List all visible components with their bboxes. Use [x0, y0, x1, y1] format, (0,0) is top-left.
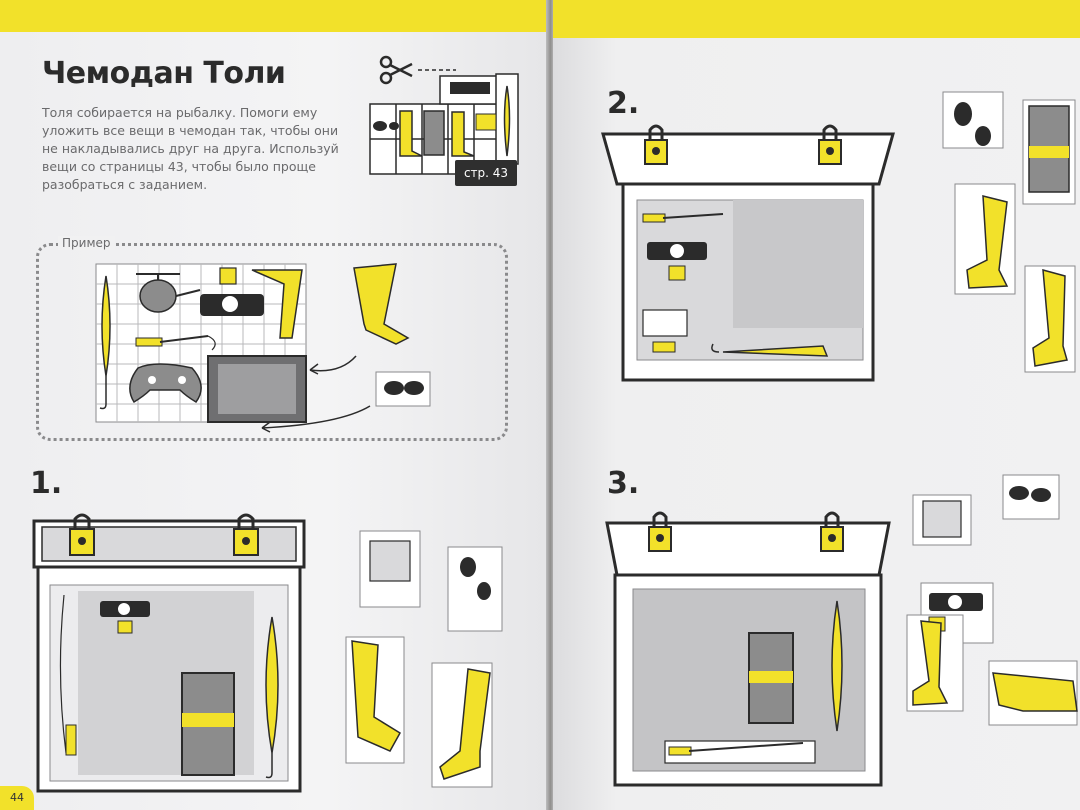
boot-icon [399, 110, 423, 157]
camera-icon [647, 242, 707, 281]
page-reference-badge: стр. 43 [455, 160, 517, 186]
task-description: Толя собирается на рыбалку. Помоги ему у… [42, 105, 339, 192]
padlock-icon [233, 513, 259, 556]
cutout-preview [369, 55, 519, 175]
example-label: Пример [58, 236, 115, 250]
example-illustration [95, 263, 431, 433]
page-number: 44 [0, 786, 34, 810]
padlock-icon [648, 511, 672, 552]
padlock-icon [818, 124, 842, 165]
example-frame [36, 243, 508, 441]
task-2-label: 2. [607, 86, 640, 121]
page-title: Чемодан Толи [42, 56, 286, 91]
boot-icon [1032, 268, 1068, 367]
scissors-icon [379, 55, 413, 85]
sunglasses-icon [460, 557, 491, 600]
boot-icon [351, 640, 402, 752]
top-band [0, 0, 548, 32]
camera-icon [100, 601, 150, 634]
padlock-icon [820, 511, 844, 552]
suitcase-1 [32, 513, 503, 793]
fishing-rod-icon [135, 335, 216, 351]
toothbrush-icon [642, 309, 688, 353]
book-icon [181, 672, 235, 776]
gamepad-icon [129, 363, 202, 404]
helicopter-icon [136, 273, 201, 313]
padlock-icon [644, 124, 668, 165]
sunglasses-icon [373, 121, 399, 131]
right-page: 2. [553, 0, 1080, 810]
padlock-icon [69, 513, 95, 556]
sunglasses-icon [1009, 486, 1051, 502]
task-3-label: 3. [607, 466, 640, 501]
camera-icon [200, 294, 264, 316]
fishing-rod-icon [668, 742, 804, 756]
umbrella-icon [722, 345, 829, 357]
task-1-label: 1. [30, 466, 63, 501]
boot-icon [992, 672, 1078, 712]
sunglasses-icon [375, 371, 431, 407]
sunglasses-icon [954, 102, 991, 146]
suitcase-2 [601, 91, 1076, 382]
suitcase-3 [605, 474, 1078, 787]
boot-icon [966, 195, 1009, 289]
umbrella-icon [831, 600, 843, 732]
boot-icon [912, 620, 949, 706]
boot-icon [353, 263, 410, 345]
boot-icon [439, 668, 491, 780]
book-gutter [546, 0, 555, 810]
book-icon [423, 110, 445, 156]
top-band [553, 0, 1080, 38]
fishing-rod-icon [642, 213, 724, 223]
left-page: Чемодан Толи Толя собирается на рыбалку.… [0, 0, 548, 810]
